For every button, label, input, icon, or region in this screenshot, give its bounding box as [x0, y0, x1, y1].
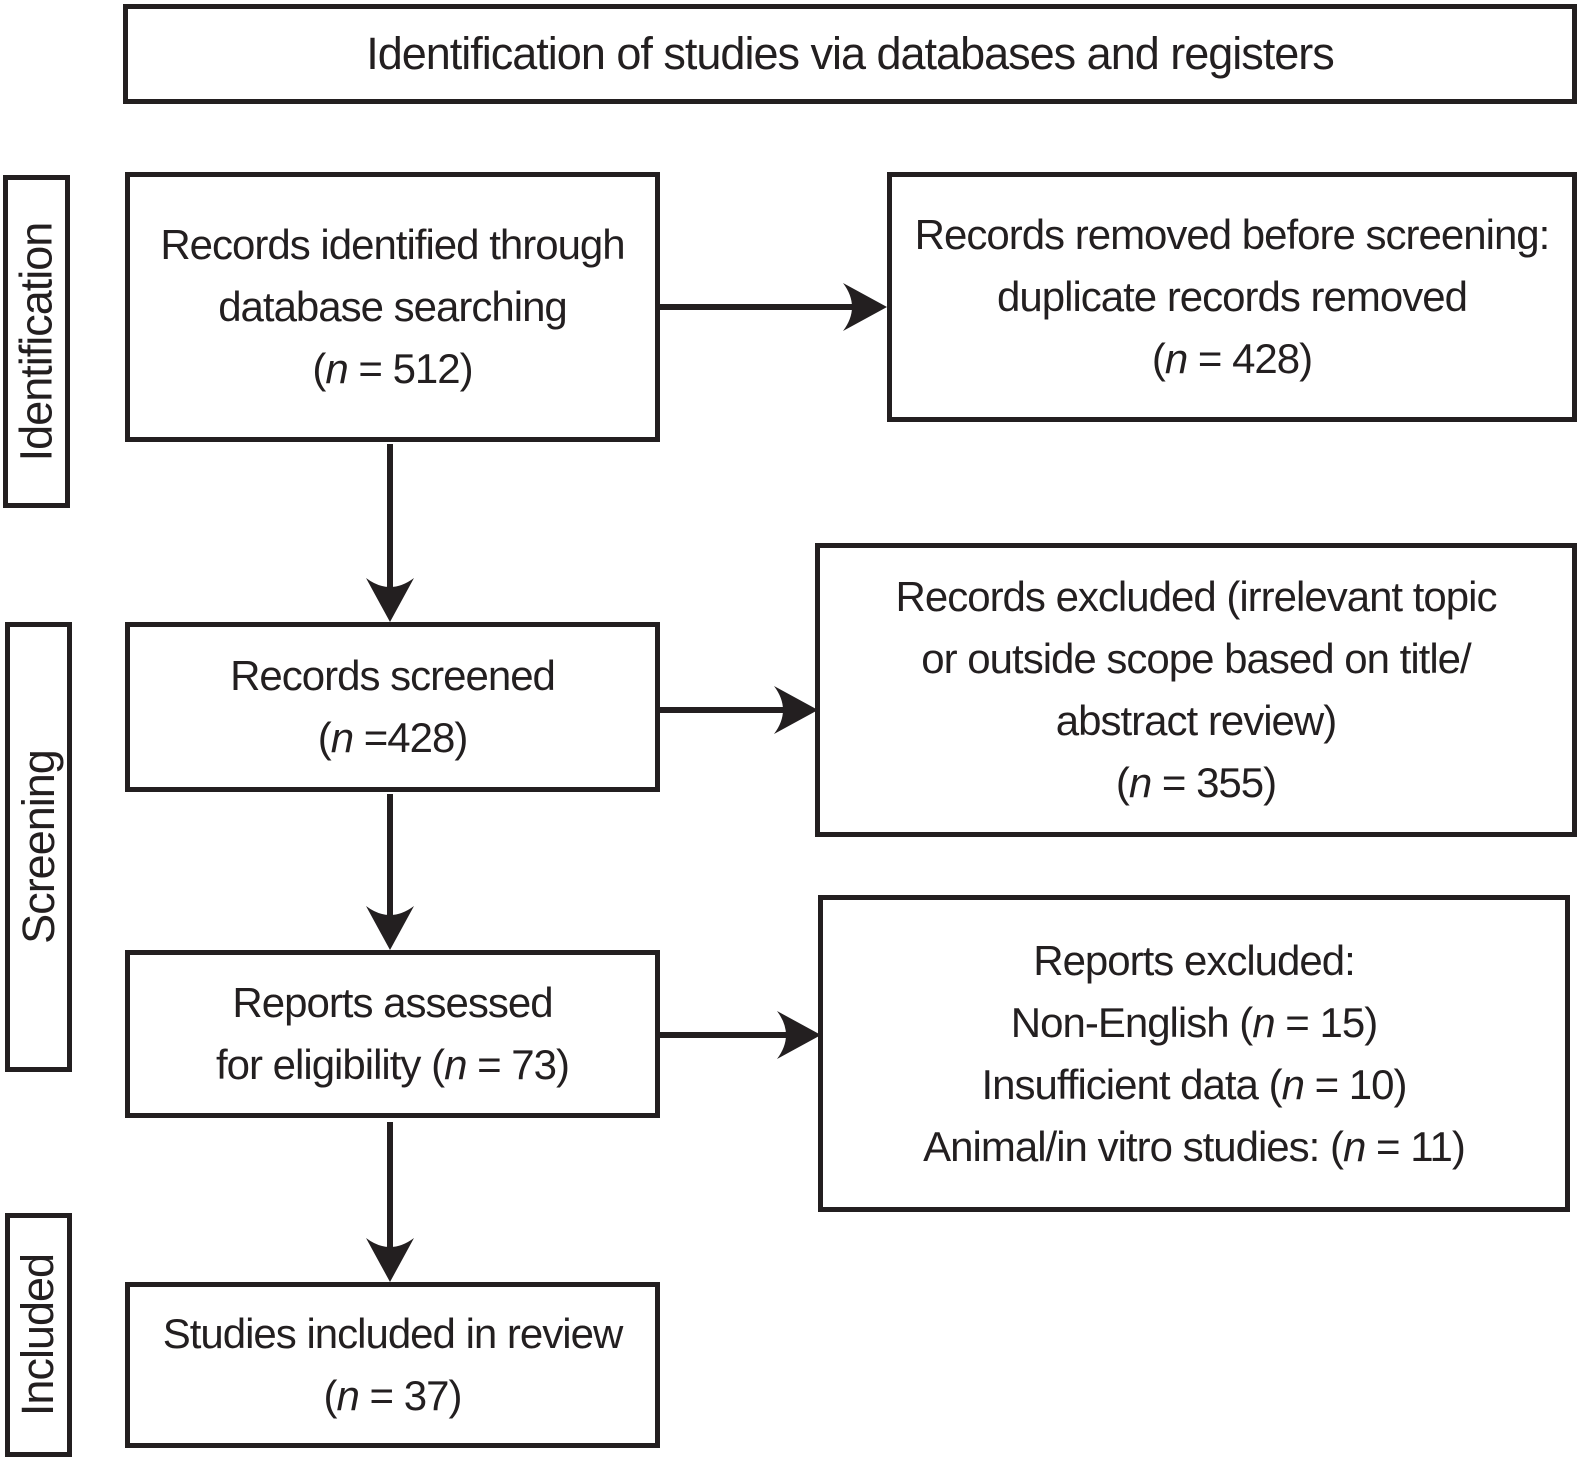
stage-label-identification: Identification [3, 175, 70, 508]
box-text-line: (n = 37) [323, 1372, 463, 1419]
stage-label-identification-text: Identification [10, 222, 62, 461]
box-text-line: (n = 512) [312, 345, 473, 392]
stage-label-included: Included [5, 1213, 72, 1457]
box-records-excluded: Records excluded (irrelevant topic or out… [815, 543, 1577, 837]
stage-label-screening-text: Screening [12, 750, 64, 944]
box-reports-excluded: Reports excluded: Non-English (n = 15) Ins… [818, 895, 1570, 1212]
box-reports-assessed: Reports assessed for eligibility (n = 73) [125, 950, 660, 1118]
arrow-identified-to-removed [660, 283, 887, 331]
box-text-line: database searching [218, 283, 568, 330]
stage-label-included-text: Included [12, 1253, 64, 1417]
box-text-line: (n = 355) [1115, 759, 1277, 806]
box-studies-included: Studies included in review (n = 37) [125, 1282, 660, 1448]
box-records-removed-before-screening: Records removed before screening: duplica… [887, 172, 1577, 422]
box-text-line: abstract review) [1055, 697, 1337, 744]
box-records-screened: Records screened (n =428) [125, 622, 660, 792]
box-text-line: Records removed before screening: [914, 211, 1551, 258]
arrow-screened-to-excluded [660, 686, 818, 734]
box-text-line: Records identified through [160, 221, 625, 268]
box-text-line: Reports excluded: [1033, 936, 1356, 984]
box-text-line: Non-English (n = 15) [1010, 998, 1378, 1046]
arrow-assessed-to-reports-excluded [660, 1011, 821, 1059]
box-text-line: (n =428) [317, 714, 469, 761]
arrow-assessed-to-included [366, 1122, 414, 1282]
box-text-line: for eligibility (n = 73) [215, 1041, 570, 1088]
box-records-identified: Records identified through database searc… [125, 172, 660, 442]
stage-label-screening: Screening [5, 622, 72, 1072]
box-text-line: or outside scope based on title/ [921, 635, 1471, 682]
box-text-line: duplicate records removed [997, 273, 1468, 320]
box-text-line: Records screened [230, 652, 556, 699]
arrow-screened-to-assessed [366, 794, 414, 950]
box-text-line: Records excluded (irrelevant topic [895, 573, 1498, 620]
box-text-line: (n = 428) [1151, 335, 1313, 382]
box-text-line: Animal/in vitro studies: (n = 11) [923, 1122, 1466, 1170]
box-text-line: Insufficient data (n = 10) [981, 1060, 1407, 1108]
box-text-line: Reports assessed [232, 979, 553, 1026]
box-text-line: Studies included in review [162, 1310, 624, 1357]
diagram-title: Identification of studies via databases … [366, 28, 1335, 79]
arrow-identified-to-screened [366, 444, 414, 622]
title-banner: Identification of studies via databases … [123, 4, 1577, 104]
